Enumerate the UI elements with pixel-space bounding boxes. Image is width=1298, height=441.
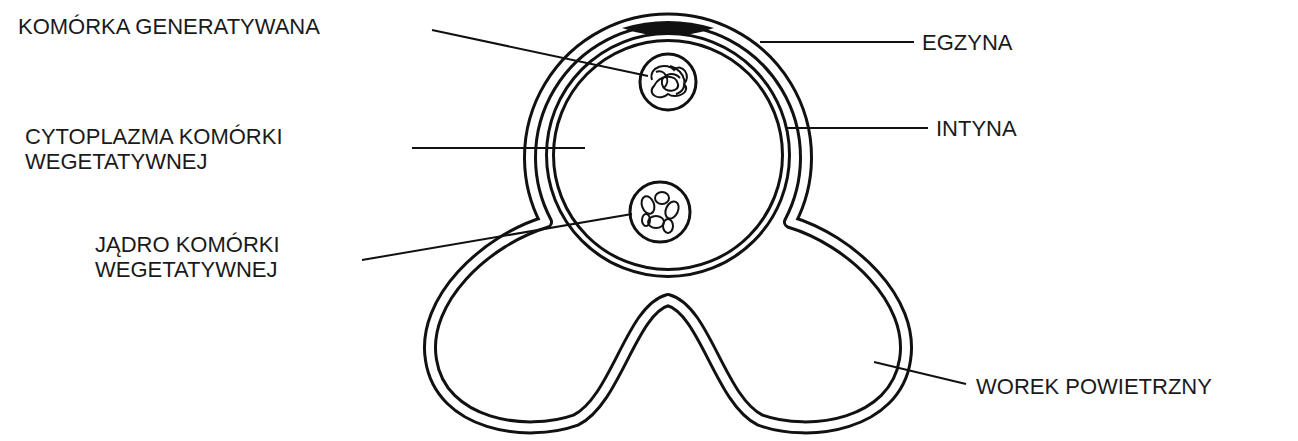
part-label: JĄDRO KOMÓRKI WEGETATYWNEJ: [95, 232, 355, 282]
part-label: CYTOPLAZMA KOMÓRKI WEGETATYWNEJ: [25, 124, 325, 174]
part-label: KOMÓRKA GENERATYWANA: [18, 14, 320, 39]
nucleus-chromatin: [639, 192, 681, 233]
leader-lines: [362, 30, 966, 384]
exine-inner: [430, 20, 906, 428]
chromatin: [651, 66, 686, 97]
part-label: EGZYNA: [922, 30, 1012, 55]
generative-cell: [640, 54, 696, 110]
intine-circle: [550, 37, 786, 273]
vegetative-nucleus: [630, 182, 690, 242]
part-label: INTYNA: [936, 116, 1017, 141]
exine-outline: [430, 20, 906, 428]
intine-inner: [550, 37, 786, 273]
part-label: WOREK POWIETRZNY: [976, 374, 1212, 399]
